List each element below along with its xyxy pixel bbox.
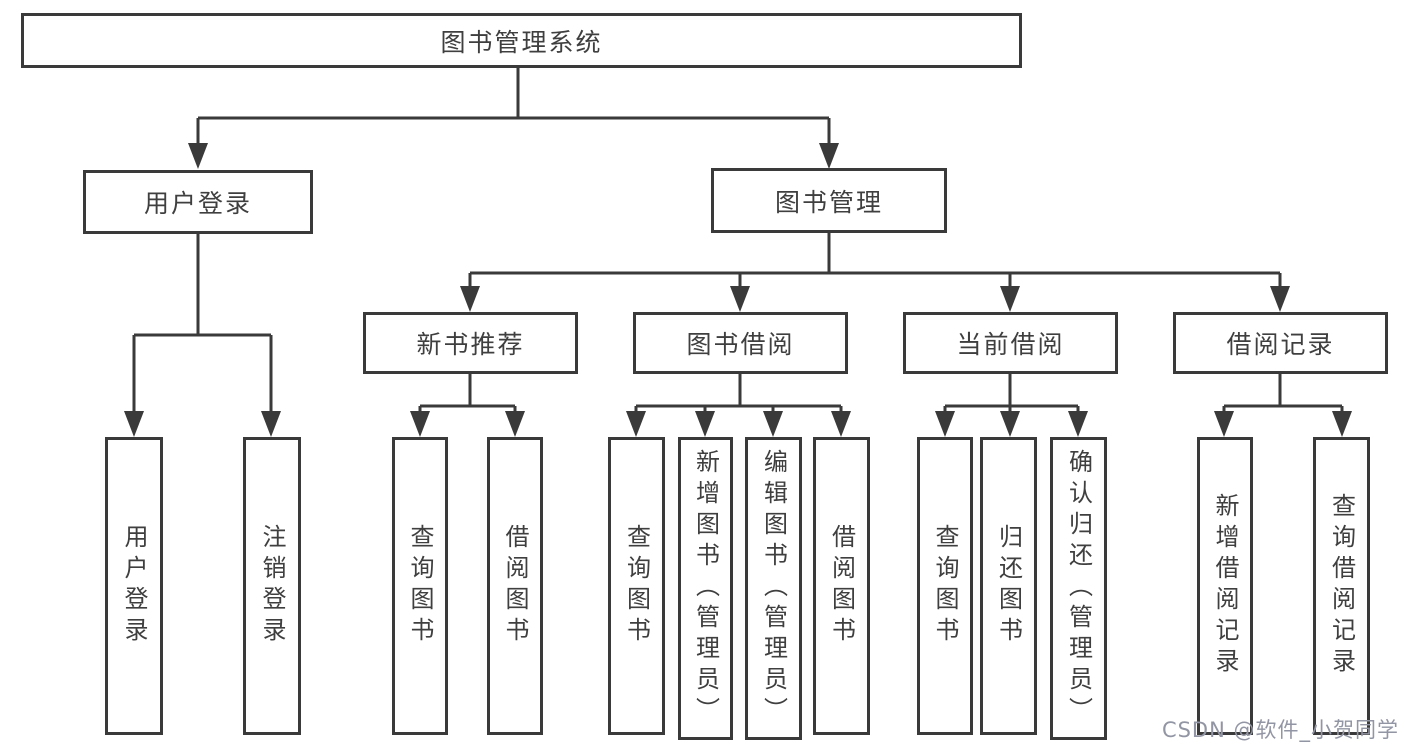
node-label: 注销登录 <box>258 524 286 648</box>
node-label: 查询图书 <box>931 524 959 648</box>
arrowhead-icon <box>1270 286 1290 312</box>
node-label: 确认归还（管理员） <box>1064 449 1093 728</box>
arrowhead-icons <box>124 143 1352 437</box>
arrowhead-icon <box>188 143 208 169</box>
node-leaf-borrow-books-recommend: 借阅图书 <box>487 437 543 735</box>
node-borrowing-records: 借阅记录 <box>1173 312 1388 374</box>
arrowhead-icon <box>695 411 715 437</box>
node-leaf-edit-books-admin: 编辑图书（管理员） <box>745 437 802 740</box>
node-label: 新书推荐 <box>416 330 525 359</box>
node-label: 归还图书 <box>994 524 1023 648</box>
node-current-borrowing: 当前借阅 <box>903 312 1118 374</box>
arrowhead-icon <box>763 411 783 437</box>
node-leaf-logout: 注销登录 <box>243 437 301 735</box>
node-root: 图书管理系统 <box>21 13 1022 68</box>
arrowhead-icon <box>935 411 955 437</box>
node-label: 新增图书（管理员） <box>691 449 720 728</box>
arrowhead-icon <box>124 411 144 437</box>
arrowhead-icon <box>460 286 480 312</box>
arrowhead-icon <box>1000 286 1020 312</box>
node-leaf-return-books: 归还图书 <box>980 437 1037 735</box>
node-label: 新增借阅记录 <box>1211 493 1239 679</box>
arrowhead-icon <box>626 411 646 437</box>
arrowhead-icon <box>1068 411 1088 437</box>
node-label: 查询借阅记录 <box>1327 493 1356 679</box>
node-leaf-add-books-admin: 新增图书（管理员） <box>678 437 733 740</box>
arrowhead-icon <box>410 411 430 437</box>
arrowhead-icon <box>1000 411 1020 437</box>
node-user-login: 用户登录 <box>83 170 313 234</box>
arrowhead-icon <box>819 143 839 169</box>
arrowhead-icon <box>831 411 851 437</box>
arrowhead-icon <box>505 411 525 437</box>
node-label: 图书管理系统 <box>440 27 603 57</box>
arrowhead-icon <box>730 286 750 312</box>
arrowhead-icon <box>261 411 281 437</box>
node-new-book-recommend: 新书推荐 <box>363 312 578 374</box>
node-leaf-borrow-books: 借阅图书 <box>813 437 870 735</box>
connector-lines <box>132 68 1344 412</box>
node-label: 用户登录 <box>120 524 148 648</box>
node-leaf-query-books-current: 查询图书 <box>917 437 973 735</box>
node-leaf-query-books-recommend: 查询图书 <box>392 437 448 735</box>
node-leaf-user-login: 用户登录 <box>105 437 163 735</box>
node-leaf-confirm-return-admin: 确认归还（管理员） <box>1050 437 1107 740</box>
node-label: 当前借阅 <box>956 330 1065 359</box>
node-label: 查询图书 <box>622 524 651 648</box>
node-label: 用户登录 <box>143 189 252 218</box>
node-leaf-query-borrow-record: 查询借阅记录 <box>1313 437 1370 735</box>
node-label: 借阅记录 <box>1226 330 1335 359</box>
node-leaf-add-borrow-record: 新增借阅记录 <box>1197 437 1253 735</box>
csdn-watermark: CSDN @软件_小贺同学 <box>1161 718 1399 742</box>
node-label: 查询图书 <box>406 524 434 648</box>
node-label: 借阅图书 <box>827 524 856 648</box>
node-book-management: 图书管理 <box>711 168 947 233</box>
arrowhead-icon <box>1332 411 1352 437</box>
node-book-borrowing: 图书借阅 <box>633 312 848 374</box>
node-label: 图书借阅 <box>686 330 795 359</box>
node-label: 借阅图书 <box>501 524 529 648</box>
node-leaf-query-books-borrowing: 查询图书 <box>608 437 665 735</box>
node-label: 编辑图书（管理员） <box>759 449 788 728</box>
arrowhead-icon <box>1214 411 1234 437</box>
node-label: 图书管理 <box>774 187 883 217</box>
